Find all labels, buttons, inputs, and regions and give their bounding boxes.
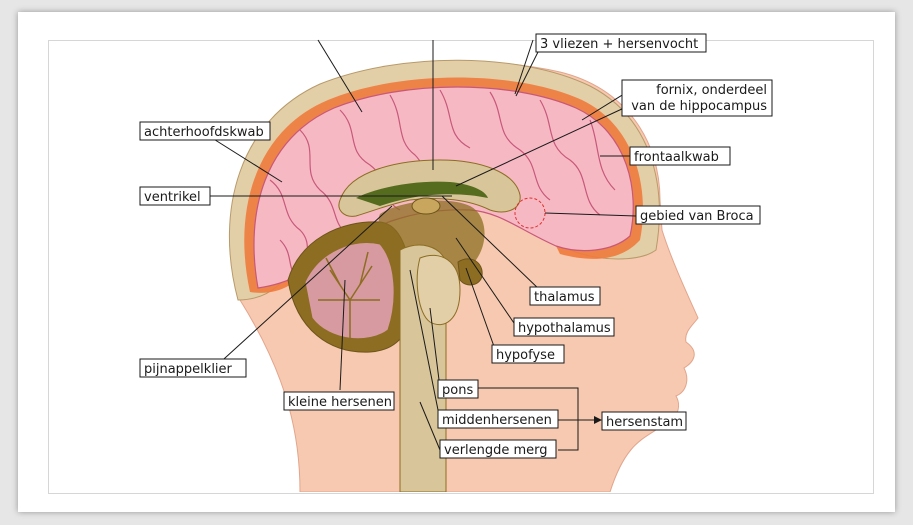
svg-text:van de hippocampus: van de hippocampus [631, 99, 767, 114]
svg-text:hypofyse: hypofyse [496, 348, 555, 363]
svg-text:frontaalkwab: frontaalkwab [634, 150, 719, 165]
svg-text:pijnappelklier: pijnappelklier [144, 362, 233, 377]
svg-text:ventrikel: ventrikel [144, 190, 201, 205]
svg-text:middenhersenen: middenhersenen [442, 413, 552, 428]
pons-bulge [417, 255, 460, 324]
svg-text:kleine hersenen: kleine hersenen [288, 395, 392, 410]
svg-text:hersenstam: hersenstam [606, 415, 683, 430]
label-pons: pons [438, 380, 478, 398]
svg-text:hypothalamus: hypothalamus [518, 321, 611, 336]
label-meninges: 3 vliezen + hersenvocht [536, 34, 706, 52]
label-brainstem: hersenstam [602, 412, 686, 430]
thalamus-oval [412, 198, 440, 214]
label-thalamus: thalamus [530, 287, 600, 305]
svg-text:pons: pons [442, 383, 473, 398]
svg-text:fornix, onderdeel: fornix, onderdeel [656, 83, 767, 98]
svg-text:3 vliezen + hersenvocht: 3 vliezen + hersenvocht [540, 37, 698, 52]
label-ventricle: ventrikel [140, 187, 210, 205]
svg-text:gebied van Broca: gebied van Broca [640, 209, 754, 224]
label-medulla: verlengde merg [440, 440, 556, 458]
label-hypophysis: hypofyse [492, 345, 564, 363]
label-occipital: achterhoofdskwab [140, 122, 270, 140]
svg-text:achterhoofdskwab: achterhoofdskwab [144, 125, 264, 140]
label-cerebellum: kleine hersenen [284, 392, 394, 410]
label-hypothalamus: hypothalamus [514, 318, 614, 336]
label-broca: gebied van Broca [636, 206, 760, 224]
label-pineal: pijnappelklier [140, 359, 246, 377]
label-frontal: frontaalkwab [630, 147, 730, 165]
svg-text:thalamus: thalamus [534, 290, 595, 305]
label-midbrain: middenhersenen [438, 410, 558, 428]
label-fornix: fornix, onderdeel van de hippocampus [622, 80, 772, 116]
svg-text:verlengde merg: verlengde merg [444, 443, 548, 458]
